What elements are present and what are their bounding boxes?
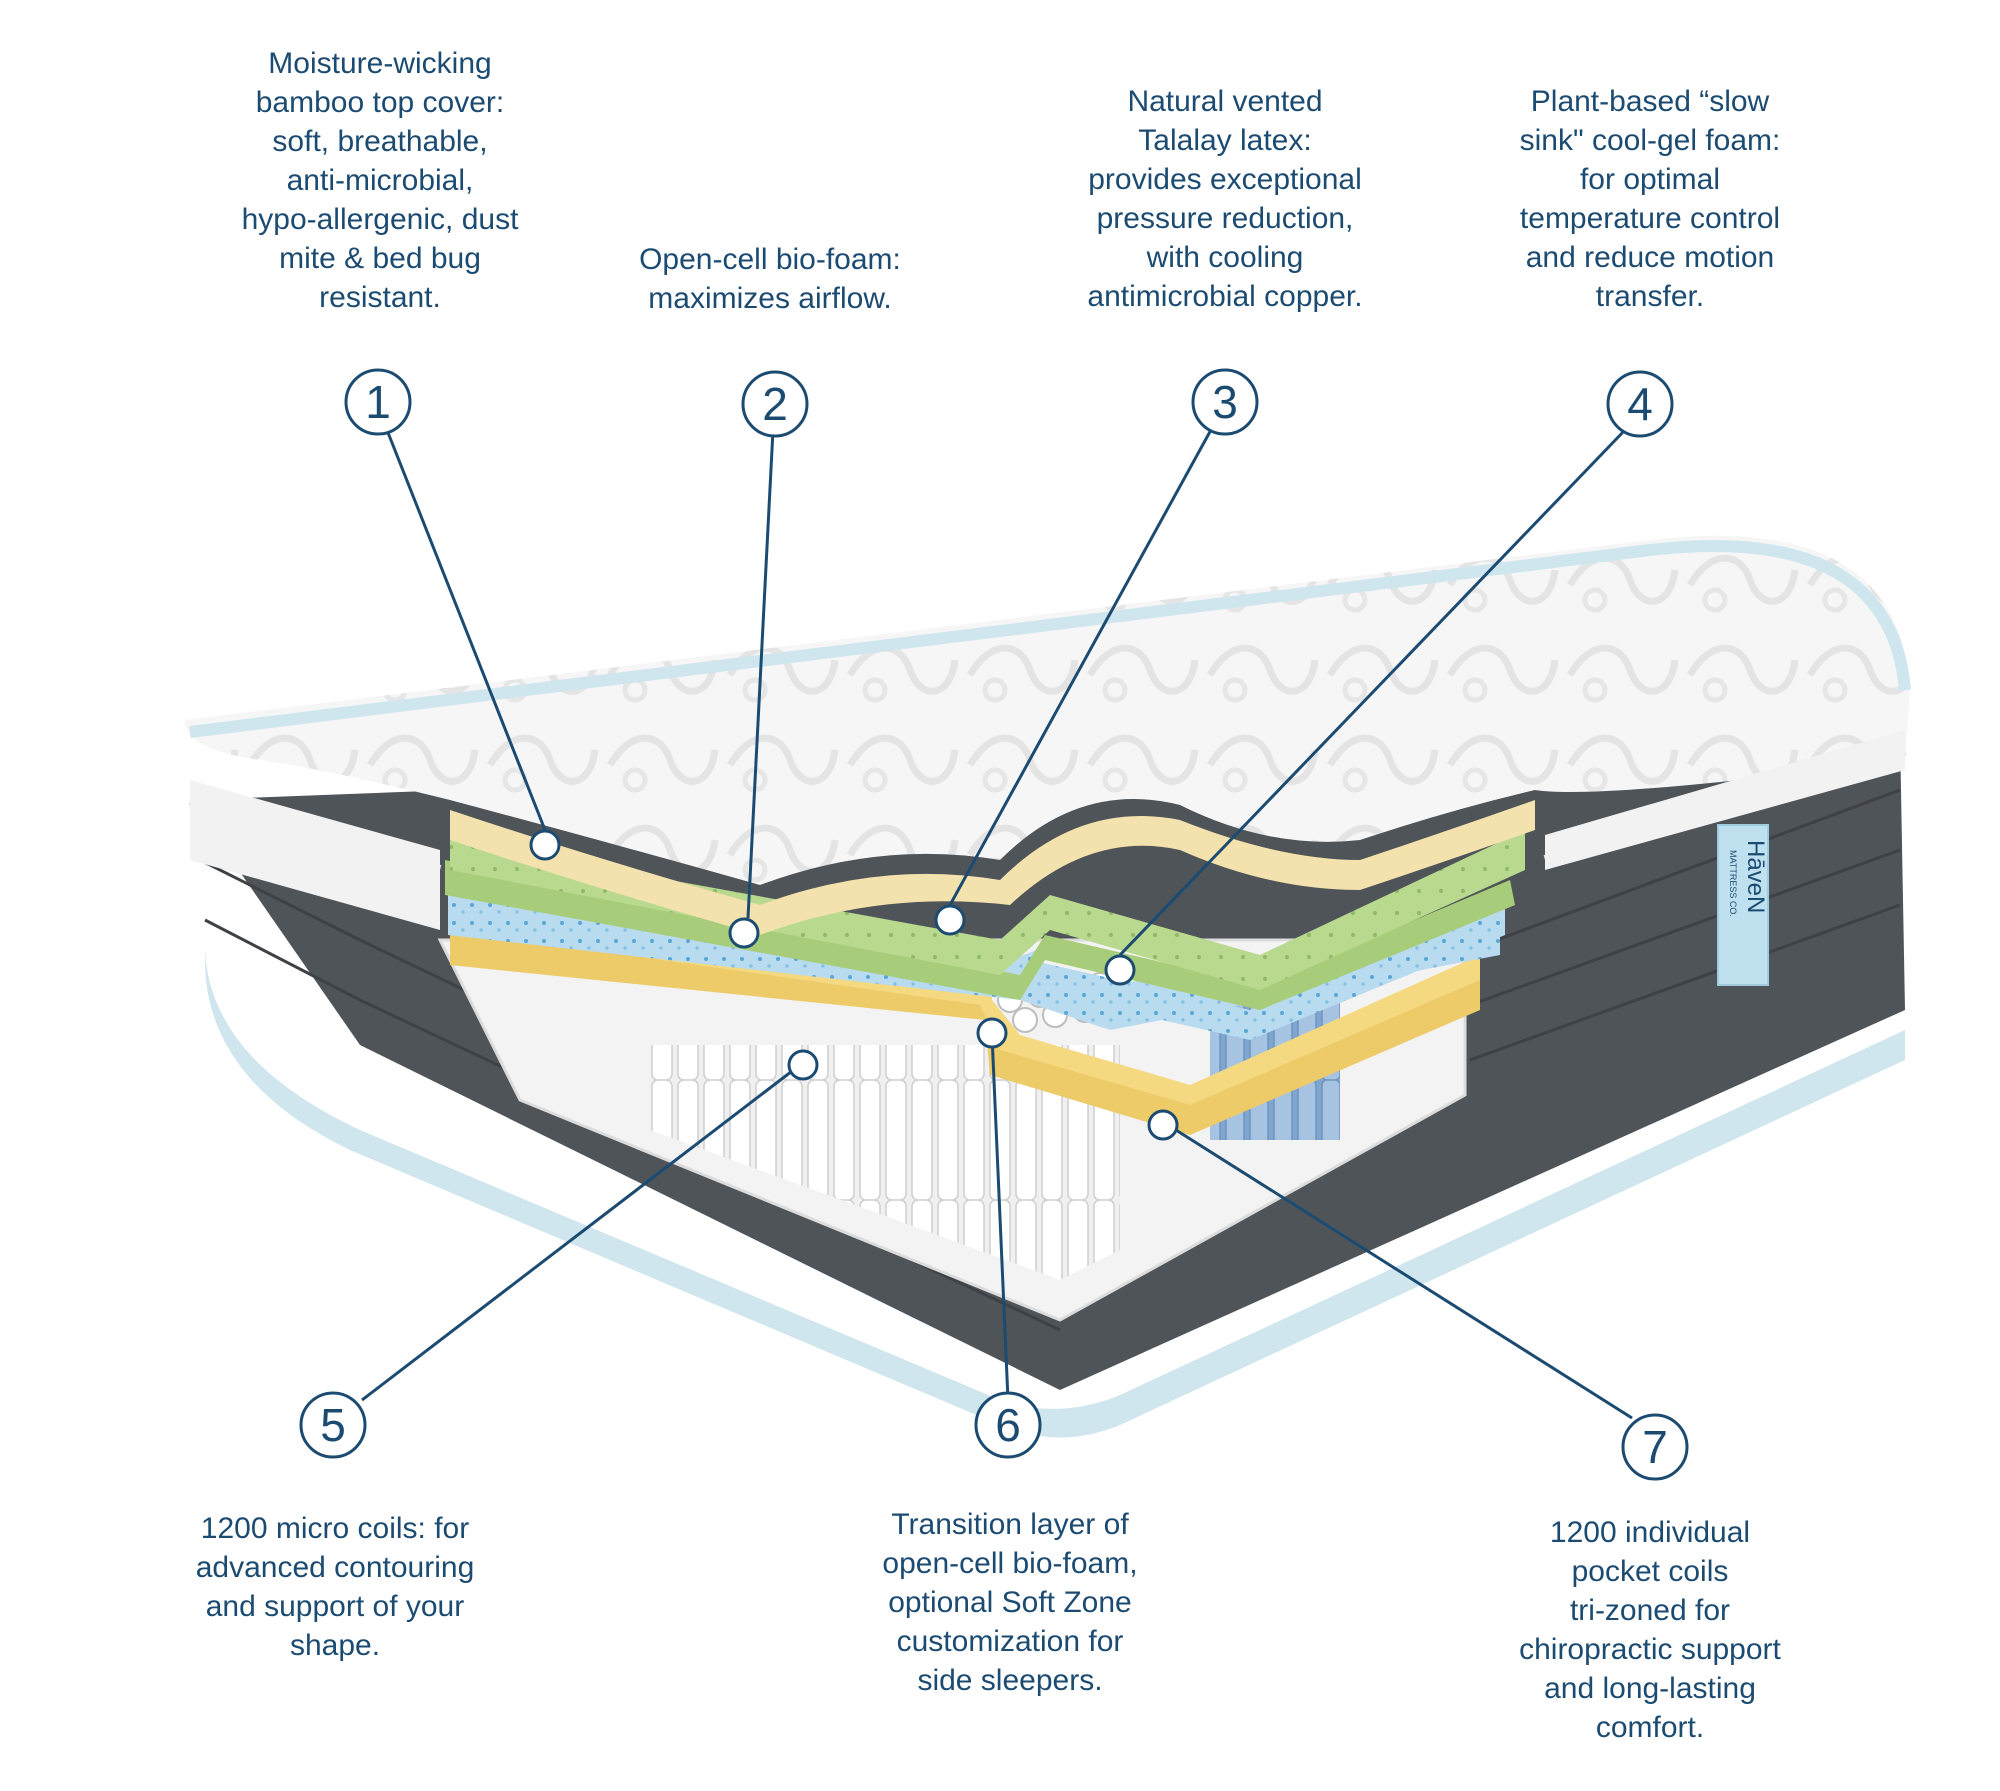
number-label-2: 2 [762,378,788,430]
upper-white-layer-right [1545,730,1905,870]
number-circle-3 [1191,368,1259,436]
gel-foam-inner [1030,905,1505,1040]
callout-text-1: Moisture-wicking bamboo top cover: soft,… [241,47,519,314]
number-circle-7 [1621,1413,1689,1481]
upper-white-layer [190,780,440,930]
number-label-7: 7 [1642,1421,1668,1473]
latex-layer [445,860,1515,1010]
transition-foam-layer [450,935,1480,1135]
pillow-top [185,535,1910,885]
leader-line-1 [383,424,547,831]
leader-line-5 [361,1063,801,1402]
endpoint-4 [1104,954,1136,986]
number-label-1: 1 [365,376,391,428]
number-circles [299,368,1689,1481]
number-circle-5 [299,1391,367,1459]
callout-text-6: Transition layer of open-cell bio-foam, … [882,1508,1138,1697]
callout-text-5: 1200 micro coils: for advanced contourin… [195,1512,475,1662]
leader-line-6 [990,1034,1010,1401]
endpoint-1 [529,829,561,861]
number-circle-6 [974,1391,1042,1459]
endpoint-7 [1147,1109,1179,1141]
brand-label [1717,824,1769,986]
leader-line-4 [1118,428,1627,957]
leader-line-7 [1167,1123,1633,1420]
pillow-top-trim [189,540,1911,738]
leader-endpoints [529,829,1179,1141]
endpoint-3 [934,904,966,936]
latex-layer-top [450,830,1525,990]
callout-text-7: 1200 individual pocket coils tri-zoned f… [1519,1516,1781,1744]
micro-coils [880,1090,1000,1160]
bottom-trim [205,950,1905,1438]
leader-line-3 [948,427,1214,906]
number-label-3: 3 [1212,376,1238,428]
number-labels: 1 2 3 4 5 6 7 [320,376,1668,1473]
leader-lines [361,424,1633,1420]
bio-foam-layer [450,800,1535,935]
number-circle-2 [741,370,809,438]
callout-text-3: Natural vented Talalay latex: provides e… [1087,85,1363,313]
number-label-4: 4 [1627,378,1653,430]
endpoint-2 [728,917,760,949]
brand-name: HāveN [1742,840,1769,913]
callout-text-2: Open-cell bio-foam: maximizes airflow. [639,243,901,315]
leader-line-2 [746,429,775,919]
number-label-5: 5 [320,1399,346,1451]
callout-text-4: Plant-based “slow sink" cool-gel foam: f… [1519,85,1781,313]
number-label-6: 6 [995,1399,1021,1451]
pocket-coils [650,1045,1120,1280]
brand-sub: MATTRESS CO. [1728,850,1738,917]
endpoint-5 [787,1049,819,1081]
endpoint-6 [976,1017,1008,1049]
number-circle-1 [344,368,412,436]
number-circle-4 [1606,370,1674,438]
